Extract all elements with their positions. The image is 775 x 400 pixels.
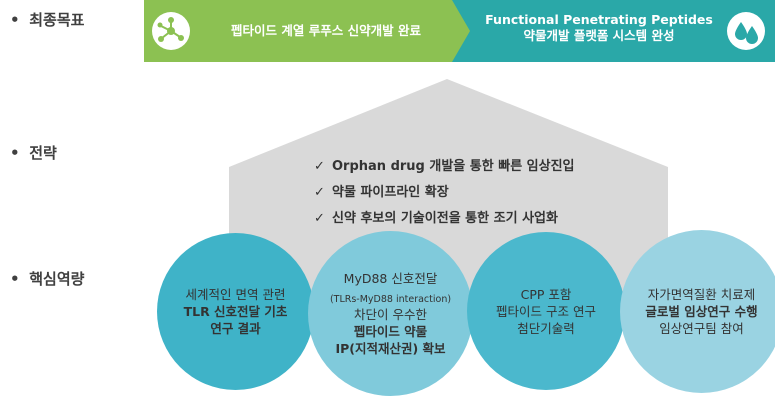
goal-label: • 최종목표 [10, 11, 85, 29]
goal-banner-left [144, 0, 464, 62]
strategy-item: ✓신약 후보의 기술이전을 통한 조기 사업화 [314, 211, 558, 226]
goal-left-text: 펩타이드 계열 루푸스 신약개발 완료 [231, 23, 421, 38]
goal-right-line1: Functional Penetrating Peptides [485, 12, 713, 27]
check-icon: ✓ [314, 159, 325, 174]
goal-right-line2: 약물개발 플랫폼 시스템 완성 [523, 28, 675, 43]
strategy-item: ✓Orphan drug 개발을 통한 빠른 임상진입 [314, 159, 575, 174]
competency-circle-myd88: MyD88 신호전달 (TLRs-MyD88 interaction) 차단이 … [308, 231, 473, 396]
strategy-list: ✓Orphan drug 개발을 통한 빠른 임상진입 ✓약물 파이프라인 확장… [314, 158, 575, 236]
competency-circle-tlr: 세계적인 면역 관련 TLR 신호전달 기초 연구 결과 [157, 233, 314, 390]
check-icon: ✓ [314, 185, 325, 200]
banner-arrow [452, 0, 470, 62]
check-icon: ✓ [314, 211, 325, 226]
strategy-label: • 전략 [10, 144, 57, 162]
competency-label-text: 핵심역량 [29, 270, 85, 288]
competency-circle-cpp: CPP 포함 펩타이드 구조 연구 첨단기술력 [467, 232, 625, 390]
drops-icon [727, 12, 765, 50]
goal-label-text: 최종목표 [29, 11, 85, 29]
molecule-icon [152, 12, 190, 50]
competency-label: • 핵심역량 [10, 270, 85, 288]
strategy-item: ✓약물 파이프라인 확장 [314, 185, 449, 200]
goal-banner-right [452, 0, 775, 62]
goal-right-text: Functional Penetrating Peptides 약물개발 플랫폼… [468, 12, 730, 44]
competency-circle-clinical: 자가면역질환 치료제 글로벌 임상연구 수행 임상연구팀 참여 [620, 230, 775, 393]
strategy-label-text: 전략 [29, 144, 57, 162]
